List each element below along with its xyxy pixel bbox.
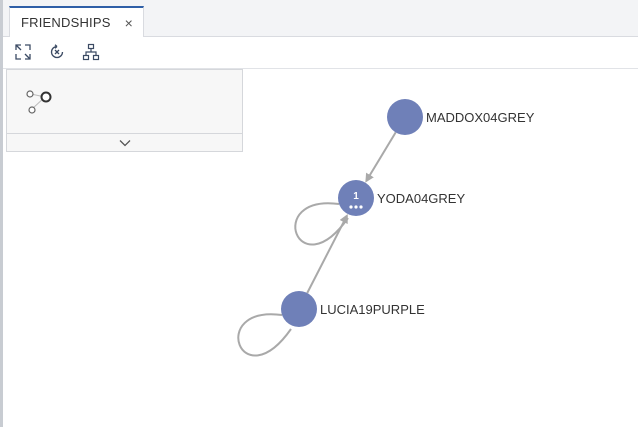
clear-selection-icon [50,44,64,59]
node-circle[interactable] [338,180,374,216]
more-options-icon[interactable] [349,205,363,209]
node-badge-count: 1 [353,191,359,202]
edge-maddox04grey-to-yoda04grey[interactable] [365,131,397,183]
graph-toolbar [3,37,638,69]
hierarchy-layout-icon [82,43,100,61]
tab-friendships[interactable]: FRIENDSHIPS × [9,6,144,37]
hierarchy-layout-button[interactable] [80,41,102,63]
close-icon[interactable]: × [124,14,133,31]
node-lucia19purple[interactable]: LUCIA19PURPLE [281,291,425,327]
node-circle[interactable] [387,99,423,135]
graph-nodes-icon [26,90,52,114]
expand-icon [15,44,31,60]
expand-button[interactable] [12,41,34,63]
chevron-down-icon [119,139,130,146]
left-edge-divider [0,0,3,427]
node-maddox04grey[interactable]: MADDOX04GREY [387,99,535,135]
edge-yoda04grey-to-yoda04grey[interactable] [294,202,349,246]
legend-toggle-button[interactable] [7,133,242,151]
node-label: LUCIA19PURPLE [320,302,425,317]
node-circle[interactable] [281,291,317,327]
tab-label: FRIENDSHIPS [21,15,111,30]
node-label: YODA04GREY [377,191,465,206]
legend-panel [6,69,243,152]
node-label: MADDOX04GREY [426,110,535,125]
clear-selection-button[interactable] [46,41,68,63]
edge-lucia19purple-to-lucia19purple[interactable] [237,313,292,357]
node-yoda04grey[interactable]: 1 YODA04GREY [338,180,465,216]
tab-strip: FRIENDSHIPS × [3,0,638,37]
